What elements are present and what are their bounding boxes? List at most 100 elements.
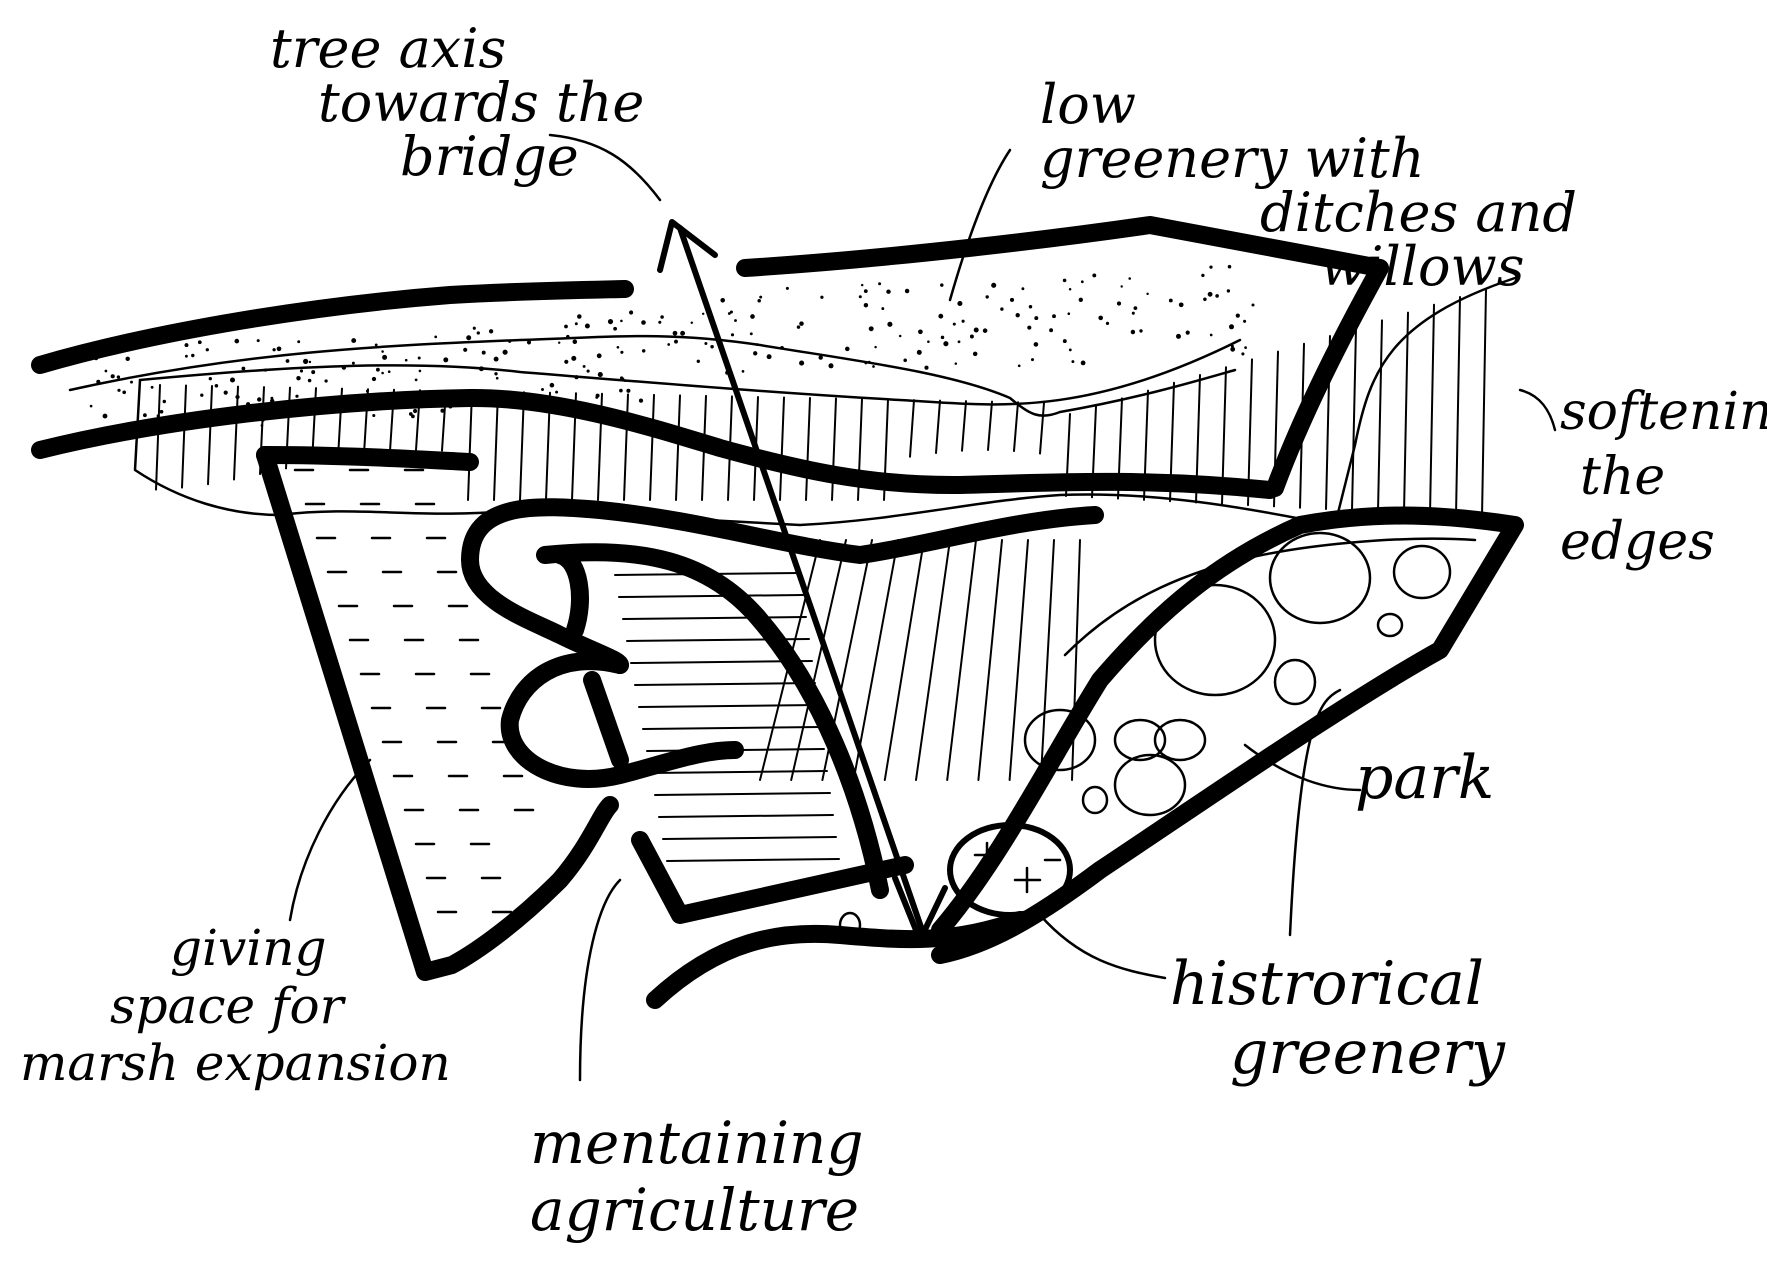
stipple-dot [818, 355, 823, 360]
stipple-dot [443, 357, 449, 363]
stipple-dot [756, 343, 759, 346]
label-low-greenery: low greenery with ditches and willows [1040, 78, 1577, 294]
stipple-dot [191, 353, 195, 358]
stipple-dot [729, 310, 733, 314]
stipple-dot [972, 351, 978, 357]
stipple-dot [918, 329, 923, 335]
hatch-line [915, 539, 951, 781]
label-line: giving [170, 919, 327, 977]
stipple-dot [229, 377, 236, 383]
stipple-dot [780, 346, 784, 350]
hatch-line [233, 385, 239, 481]
stipple-dot [887, 321, 893, 327]
stipple-dot [881, 307, 885, 311]
hatch-line [675, 394, 681, 501]
stipple-dot [555, 390, 559, 394]
stipple-dot [214, 384, 219, 388]
stipple-dot [954, 362, 958, 365]
hatch-line [779, 396, 785, 501]
stipple-dot [285, 359, 290, 363]
label-line: tree axis [270, 17, 507, 80]
tree-axis-arrow [548, 133, 948, 943]
stipple-dot [1052, 314, 1056, 319]
stipple-dot [1185, 330, 1190, 335]
stipple-dot [150, 385, 154, 389]
stipple-dot [311, 370, 316, 375]
stipple-dot [820, 295, 824, 299]
stipple-dot [272, 348, 276, 352]
stipple-dot [502, 349, 508, 355]
label-line: histrorical [1170, 949, 1484, 1019]
stipple-dot [463, 347, 468, 352]
hatch-line [883, 539, 925, 781]
label-park: park [1355, 748, 1494, 808]
label-agriculture: mentaining agriculture [530, 1110, 864, 1243]
stipple-dot [1080, 360, 1086, 366]
agriculture-line [614, 572, 801, 576]
label-marsh-expansion: giving space for marsh expansion [20, 919, 451, 1093]
stipple-dot [411, 414, 415, 419]
stipple-dot [1215, 294, 1219, 298]
stipple-dot [863, 289, 868, 293]
stipple-dot [488, 329, 494, 334]
agriculture-line [638, 704, 819, 708]
stipple-dot [680, 330, 686, 336]
stipple-dot [1078, 297, 1083, 302]
stipple-dot [766, 354, 772, 360]
stipple-dot [619, 376, 624, 380]
park-circles [1023, 531, 1477, 937]
stipple-dot [1098, 315, 1104, 321]
stipple-dot [796, 325, 801, 329]
stipple-dot [916, 349, 922, 355]
stipple-dot [184, 343, 189, 348]
stipple-dot [526, 340, 532, 345]
stipple-dot [799, 360, 805, 366]
stipple-dot [620, 319, 623, 323]
stipple-dot [961, 319, 965, 323]
stipple-dot [704, 342, 708, 345]
hatch-line [1013, 401, 1019, 452]
stipple-dot [1033, 342, 1039, 347]
stipple-dot [162, 399, 167, 404]
stipple-dot [476, 331, 480, 335]
stipple-dot [234, 338, 240, 344]
stipple-dot [1230, 344, 1234, 348]
stipple-dot [408, 412, 413, 416]
stipple-dot [256, 339, 260, 343]
stipple-dot [1071, 360, 1075, 364]
stipple-dot [418, 369, 422, 373]
stipple-dot [1021, 287, 1025, 291]
stipple-dot [991, 282, 997, 288]
agriculture-line [642, 726, 822, 730]
stipple-dot [351, 338, 357, 344]
stipple-dot [481, 350, 486, 355]
stipple-dot [110, 374, 115, 379]
stipple-dot [1178, 302, 1184, 308]
hatch-line [946, 539, 977, 781]
stipple-dot [351, 361, 355, 365]
stipple-dot [223, 390, 228, 395]
stipple-dot [1227, 264, 1232, 269]
stipple-dot [1062, 278, 1067, 283]
label-line: greenery with [1040, 127, 1425, 190]
hatch-line [805, 397, 811, 501]
label-line: greenery [1230, 1018, 1505, 1088]
stipple-dot [404, 358, 408, 362]
stipple-dot [759, 295, 763, 299]
stipple-dot [1028, 304, 1033, 309]
stipple-dot [197, 340, 202, 345]
stipple-dot [730, 333, 735, 337]
marsh-dash-pattern [293, 468, 535, 914]
stipple-dot [1027, 325, 1032, 330]
stipple-dot [1034, 316, 1039, 321]
stipple-dot [89, 404, 93, 408]
stipple-dot [924, 365, 929, 370]
label-line: low [1040, 73, 1137, 136]
hatch-line [649, 393, 655, 501]
stipple-dot [757, 298, 761, 303]
stipple-dot [828, 363, 834, 369]
stipple-dot [1139, 329, 1143, 333]
stipple-dot [1244, 346, 1247, 349]
agriculture-line [618, 594, 804, 598]
stipple-dot [1243, 319, 1247, 323]
